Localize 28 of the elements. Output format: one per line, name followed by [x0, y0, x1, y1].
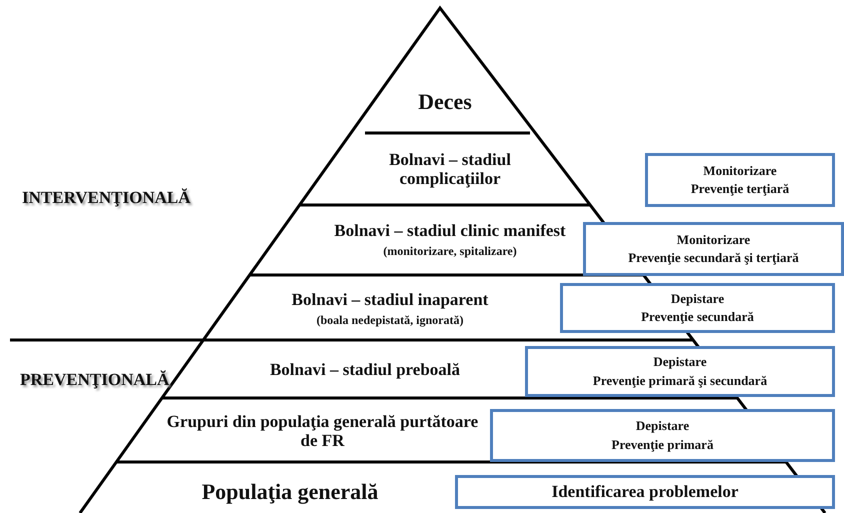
box-heading: Monitorizare — [703, 164, 777, 178]
box-text: Prevenţie primară şi secundară — [592, 374, 768, 388]
box-heading: Depistare — [653, 355, 707, 370]
level-label: Bolnavi – stadiul inaparent — [292, 291, 488, 310]
level-note: (boala nedepistată, ignorată) — [316, 314, 464, 327]
level-label: Deces — [418, 90, 472, 114]
action-box — [560, 283, 835, 333]
level-label: Bolnavi – stadiul preboală — [270, 360, 460, 380]
level-label: Grupuri din populaţia generală purtătoare de FR — [166, 412, 480, 450]
box-text: Prevenţie secundară — [641, 310, 754, 324]
action-box — [525, 346, 835, 397]
action-box — [583, 222, 844, 276]
level-label: Populaţia generală — [202, 480, 378, 504]
level-label: Bolnavi – stadiul clinic manifest — [334, 222, 566, 241]
box-text: Prevenţie primară — [612, 438, 714, 452]
box-text: Prevenţie secundară şi terţiară — [628, 251, 799, 266]
action-box — [490, 409, 835, 462]
level-label: Bolnavi – stadiul complicaţiilor — [388, 151, 512, 189]
section-label: INTERVENŢIONALĂ — [22, 188, 190, 208]
action-box — [645, 153, 835, 207]
level-note: (monitorizare, spitalizare) — [383, 244, 517, 258]
box-heading: Depistare — [670, 292, 724, 306]
box-heading: Monitorizare — [676, 232, 750, 247]
box-heading: Identificarea problemelor — [552, 482, 738, 502]
box-text: Prevenţie terţiară — [690, 182, 790, 196]
action-box — [455, 475, 835, 509]
box-heading: Depistare — [636, 419, 690, 434]
section-label: PREVENŢIONALĂ — [20, 370, 170, 390]
